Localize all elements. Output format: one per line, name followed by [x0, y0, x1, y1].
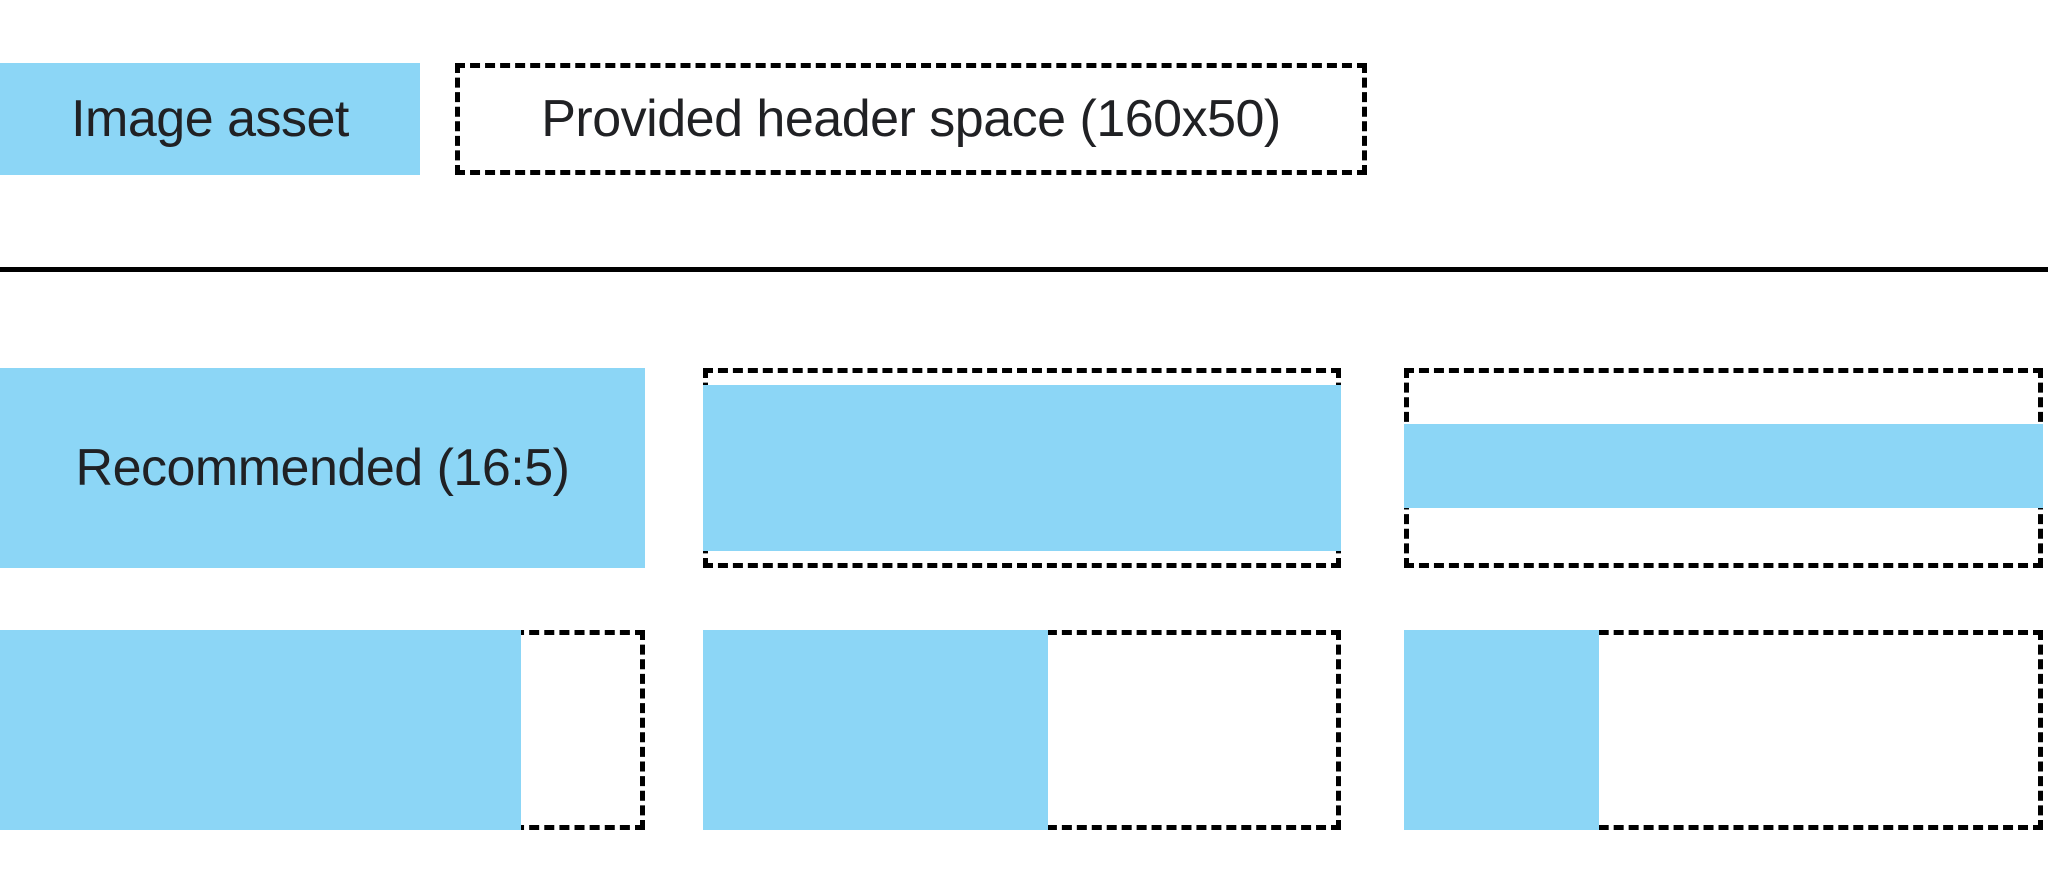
asset-fill — [1404, 424, 2043, 508]
asset-fill — [0, 630, 521, 830]
image-asset-swatch: Image asset — [0, 63, 420, 175]
example-cell-left-quarter — [1404, 630, 2043, 830]
provided-header-space-label: Provided header space (160x50) — [541, 90, 1281, 148]
image-asset-label: Image asset — [71, 90, 349, 148]
recommended-label: Recommended (16:5) — [75, 439, 570, 497]
example-cell-left-half — [703, 630, 1341, 830]
example-cell-narrow-band — [1404, 368, 2043, 568]
example-cell-left-wide — [0, 630, 645, 830]
asset-fill — [0, 368, 645, 568]
asset-fill — [703, 630, 1049, 830]
provided-header-space-box: Provided header space (160x50) — [455, 63, 1367, 175]
example-cell-recommended: Recommended (16:5) — [0, 368, 645, 568]
example-cell-tall-band — [703, 368, 1341, 568]
horizontal-divider — [0, 267, 2048, 272]
asset-fill — [1404, 630, 1599, 830]
asset-fill — [703, 385, 1341, 551]
